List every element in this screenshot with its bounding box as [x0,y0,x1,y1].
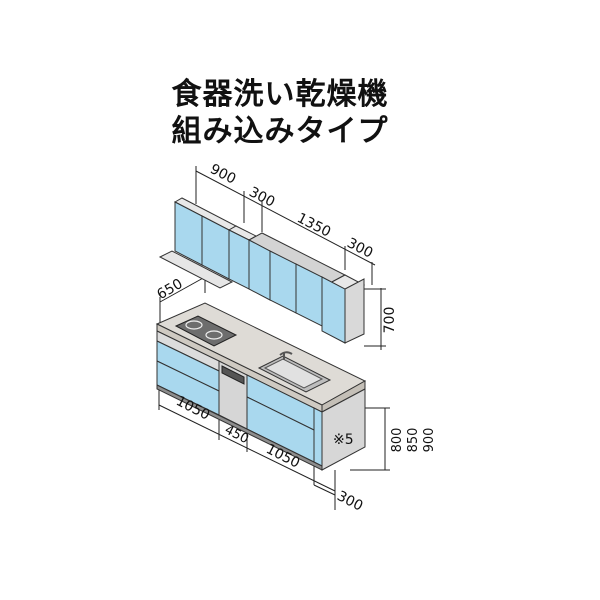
dimension-lines [158,166,390,510]
wall-width-900: 900 [207,161,238,187]
counter-height-800: 800 [390,428,405,453]
counter-height-900: 900 [422,428,437,453]
counter-height-850: 850 [406,428,421,453]
wall-width-300b: 300 [344,235,375,261]
wall-height-700: 700 [382,307,398,334]
wall-width-1350: 1350 [294,210,333,240]
end-panel-300: 300 [334,488,365,514]
base-cabinets [155,302,367,471]
title-line-2: 組み込みタイプ [171,114,389,149]
counter-depth-650: 650 [154,276,185,303]
wall-cabinets [158,197,366,344]
height-note: ※5 [333,432,354,448]
title-line-1: 食器洗い乾燥機 [171,77,389,112]
